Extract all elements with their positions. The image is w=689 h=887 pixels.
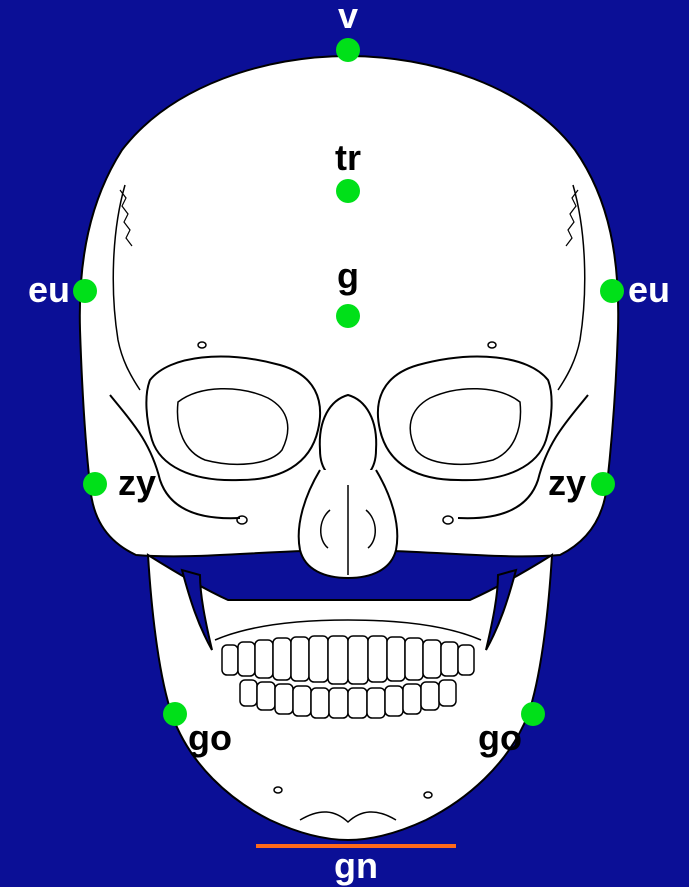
right-orbit-inner xyxy=(410,389,520,465)
landmark-label-g: g xyxy=(337,255,359,296)
landmark-label-zy-right: zy xyxy=(548,462,586,503)
landmark-dot-go-right xyxy=(521,702,545,726)
landmark-label-gn: gn xyxy=(334,845,378,886)
landmark-dot-eu-right xyxy=(600,279,624,303)
landmark-dot-v xyxy=(336,38,360,62)
landmark-label-v: v xyxy=(338,0,358,36)
landmark-dot-tr xyxy=(336,179,360,203)
landmark-dot-go-left xyxy=(163,702,187,726)
landmark-label-eu-right: eu xyxy=(628,269,670,310)
upper-teeth xyxy=(222,636,474,684)
landmark-label-eu-left: eu xyxy=(28,269,70,310)
landmark-label-go-left: go xyxy=(188,717,232,758)
landmark-dot-g xyxy=(336,304,360,328)
left-orbit-inner xyxy=(177,389,287,465)
landmark-dot-eu-left xyxy=(73,279,97,303)
landmark-label-tr: tr xyxy=(335,137,361,178)
landmark-dot-zy-right xyxy=(591,472,615,496)
landmark-label-zy-left: zy xyxy=(118,462,156,503)
landmark-dot-zy-left xyxy=(83,472,107,496)
landmark-label-go-right: go xyxy=(478,717,522,758)
